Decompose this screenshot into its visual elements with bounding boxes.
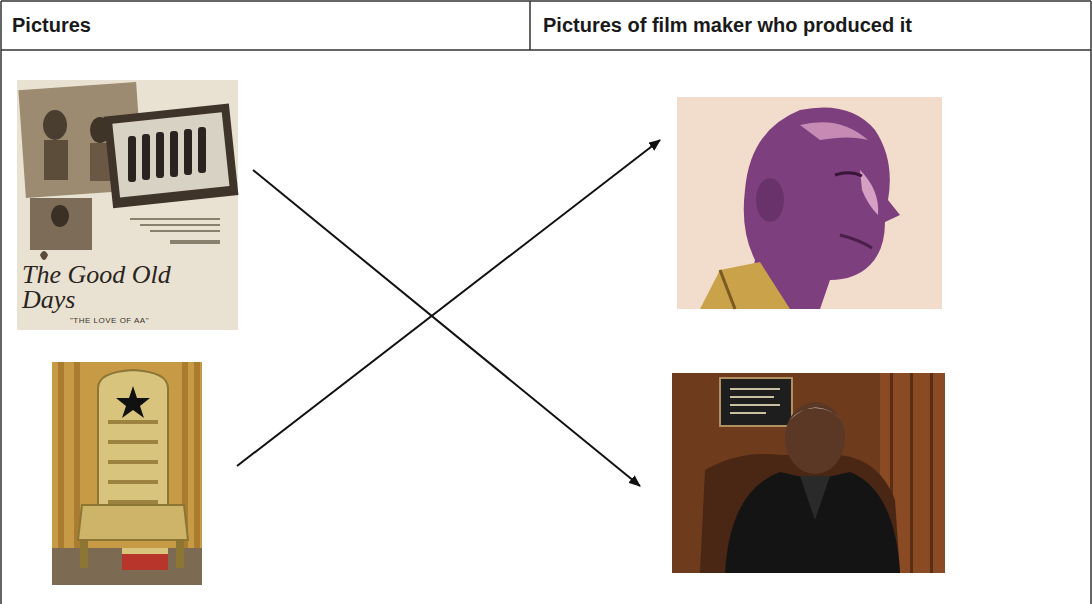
filmmaker-photo bbox=[672, 373, 945, 573]
match-arrow bbox=[237, 140, 660, 466]
film-poster bbox=[17, 80, 238, 330]
match-arrow bbox=[253, 170, 640, 486]
painted-portrait bbox=[677, 97, 942, 309]
poster-title: The Good Old Days bbox=[22, 262, 172, 312]
matching-arrows bbox=[237, 140, 660, 486]
throne-photo bbox=[52, 362, 202, 585]
column-header: Pictures of film maker who produced it bbox=[543, 13, 912, 37]
column-header: Pictures bbox=[12, 13, 91, 37]
poster-subtitle: "THE LOVE OF AA" bbox=[70, 316, 149, 326]
